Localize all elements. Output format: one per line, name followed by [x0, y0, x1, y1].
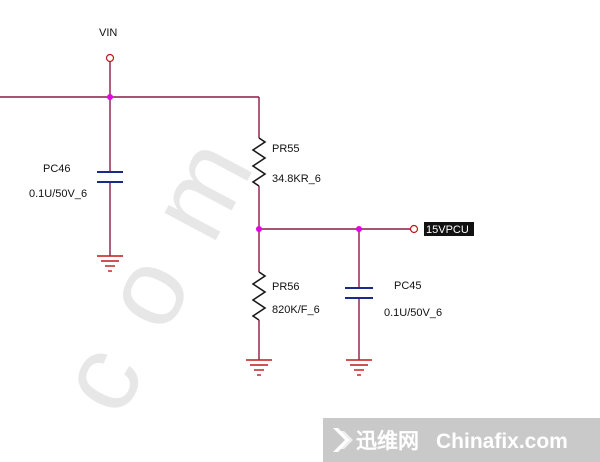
background-watermark: com [33, 84, 296, 431]
chinafix-watermark: 迅维网 Chinafix.com [323, 418, 600, 462]
resistor-symbol [251, 271, 267, 321]
pr55-ref: PR55 [272, 143, 300, 155]
ground-symbols [97, 255, 372, 376]
pr55-value: 34.8KR_6 [272, 173, 321, 185]
wires [0, 62, 410, 360]
background-watermark-text: com [33, 84, 296, 431]
capacitor-pc46: PC46 0.1U/50V_6 [29, 163, 123, 200]
pc45-ref: PC45 [394, 280, 422, 292]
output-port: 15VPCU [409, 222, 474, 236]
pc46-value: 0.1U/50V_6 [29, 188, 87, 200]
port-circle-icon [409, 224, 419, 234]
ground-icon [97, 255, 123, 272]
pr56-ref: PR56 [272, 281, 300, 293]
junctions [107, 94, 362, 232]
resistor-pr55: PR55 34.8KR_6 [251, 137, 321, 187]
vin-net-label: VIN [99, 27, 117, 39]
ground-icon [246, 359, 272, 376]
junction-dot [256, 226, 262, 232]
resistor-pr56: PR56 820K/F_6 [251, 271, 320, 321]
junction-dot [356, 226, 362, 232]
output-net-label-bg [424, 222, 474, 236]
resistor-symbol [251, 137, 267, 187]
output-net-label: 15VPCU [426, 224, 469, 236]
vin-port: VIN [99, 27, 117, 63]
ground-icon [346, 359, 372, 376]
capacitor-pc45: PC45 0.1U/50V_6 [345, 280, 442, 319]
chevron-arrow-logo-icon [333, 428, 353, 452]
capacitor-symbol [97, 171, 123, 183]
pr56-value: 820K/F_6 [272, 304, 320, 316]
watermark-brand-cn: 迅维网 [356, 429, 419, 453]
junction-dot [107, 94, 113, 100]
watermark-brand-en: Chinafix.com [436, 430, 568, 453]
pc45-value: 0.1U/50V_6 [384, 307, 442, 319]
port-circle-icon [105, 53, 115, 63]
watermark-banner [323, 418, 600, 462]
capacitor-symbol [345, 287, 373, 299]
pc46-ref: PC46 [43, 163, 71, 175]
